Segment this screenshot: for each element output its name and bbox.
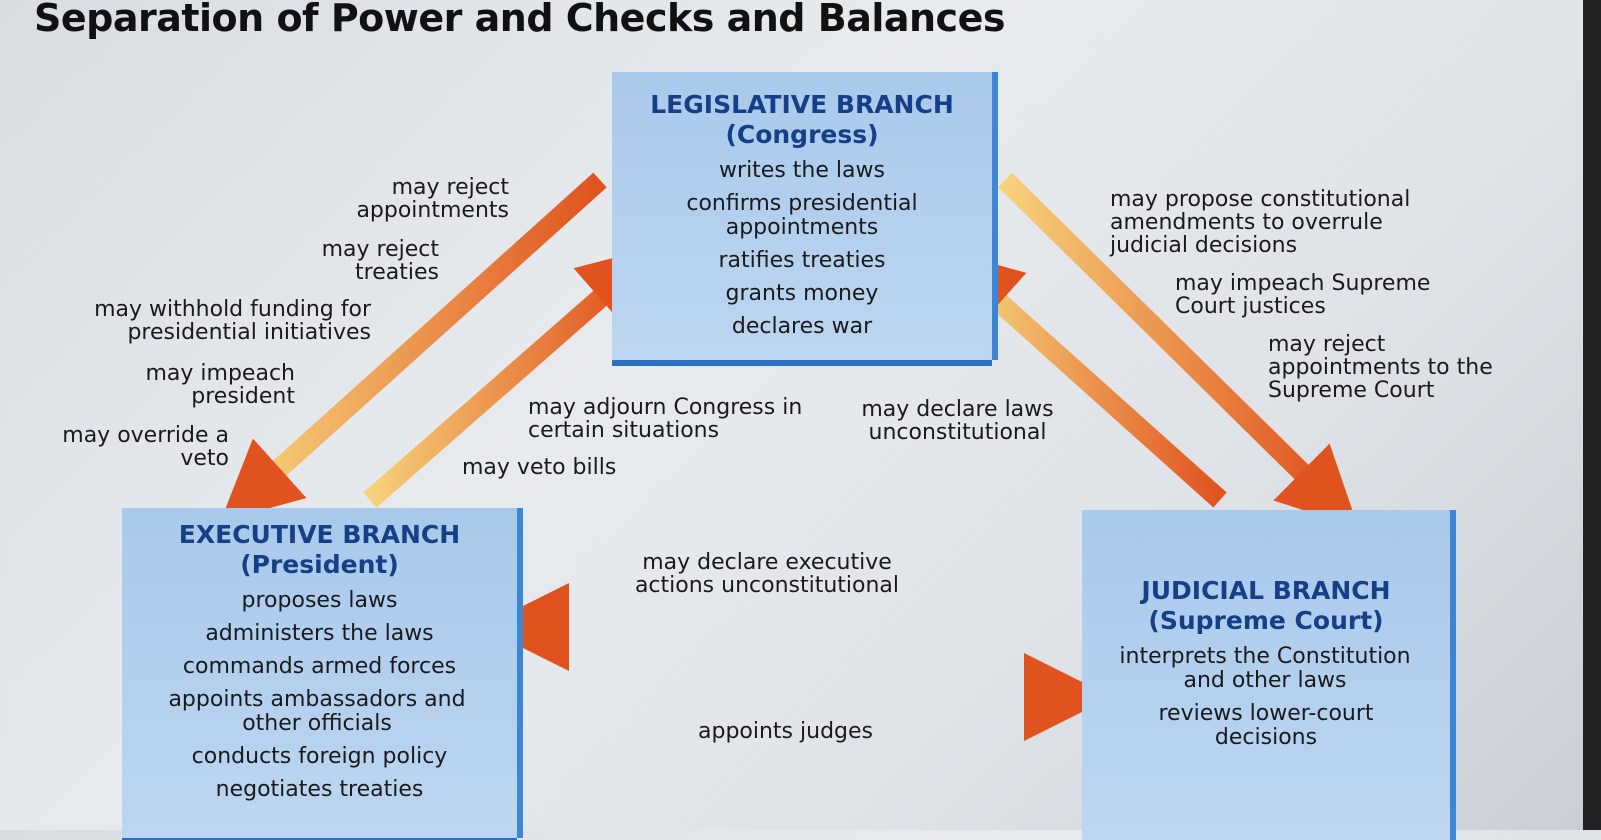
judicial-heading: JUDICIAL BRANCH: [1141, 576, 1391, 605]
check-label: may override a veto: [62, 423, 229, 471]
executive-sub: (President): [240, 550, 399, 579]
check-label: may reject treaties: [321, 237, 439, 285]
list-item: administers the laws: [205, 621, 434, 646]
list-item: appoints ambassadors and other officials: [168, 687, 466, 736]
arrow-exec-to-leg: [363, 245, 661, 508]
check-label: appoints judges: [698, 719, 873, 744]
list-item: commands armed forces: [182, 654, 457, 679]
check-label: may impeach president: [145, 361, 296, 409]
check-label: may impeach Supreme Court justices: [1175, 271, 1431, 319]
check-label: may adjourn Congress in certain situatio…: [528, 395, 803, 443]
executive-branch-box: EXECUTIVE BRANCH (President) proposes la…: [122, 508, 517, 838]
check-label: may veto bills: [462, 455, 617, 480]
arrow-leg-to-exec: [220, 172, 607, 522]
list-item: writes the laws: [719, 158, 885, 183]
list-item: grants money: [725, 281, 879, 306]
list-item: reviews lower-court decisions: [1158, 701, 1374, 750]
list-item: ratifies treaties: [718, 248, 886, 273]
legislative-heading: LEGISLATIVE BRANCH: [650, 90, 954, 119]
page-title: Separation of Power and Checks and Balan…: [34, 0, 1005, 40]
judicial-branch-box: JUDICIAL BRANCH (Supreme Court) interpre…: [1082, 510, 1450, 840]
judicial-sub: (Supreme Court): [1148, 606, 1384, 635]
check-label: may declare executive actions unconstitu…: [634, 550, 900, 598]
screen-bezel: [1583, 0, 1601, 830]
check-label: may reject appointments: [356, 175, 509, 223]
arrow-leg-to-jud: [997, 172, 1359, 529]
list-item: declares war: [731, 314, 873, 339]
list-item: proposes laws: [241, 588, 398, 613]
legislative-sub: (Congress): [725, 120, 879, 149]
check-label: may reject appointments to the Supreme C…: [1268, 332, 1493, 403]
list-item: interprets the Constitution and other la…: [1119, 644, 1411, 693]
list-item: negotiates treaties: [215, 777, 424, 802]
legislative-branch-box: LEGISLATIVE BRANCH (Congress) writes the…: [612, 72, 992, 360]
executive-heading: EXECUTIVE BRANCH: [178, 520, 461, 549]
arrow-jud-to-leg: [940, 249, 1227, 508]
check-label: may withhold funding for presidential in…: [94, 297, 371, 345]
list-item: confirms presidential appointments: [686, 191, 918, 240]
check-label: may declare laws unconstitutional: [861, 397, 1054, 445]
check-label: may propose constitutional amendments to…: [1110, 187, 1411, 258]
list-item: conducts foreign policy: [191, 744, 448, 769]
